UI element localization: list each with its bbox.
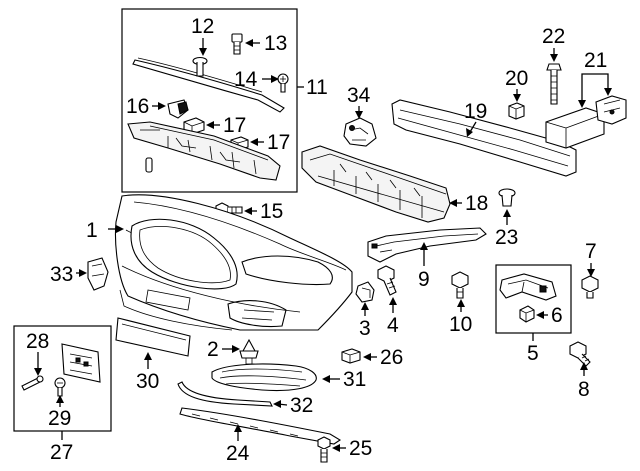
callout-9: 9 [418,268,430,291]
clip-2 [239,338,259,365]
callout-7: 7 [585,240,597,263]
callout-24: 24 [226,442,250,465]
bolt-25 [317,436,331,463]
fog-grille-31 [211,363,317,392]
bolt-10 [451,271,469,299]
callout-23: 23 [495,226,518,249]
bolt-22 [546,63,562,105]
guide-bracket-9 [367,227,487,263]
sensor-34 [343,117,377,147]
upper-molding-strip [132,57,285,113]
bolt-13 [231,33,243,55]
screw-29 [54,377,66,397]
bracket-5 [499,273,557,301]
callout-21: 21 [584,49,607,72]
callout-30: 30 [136,370,159,393]
callout-20: 20 [505,67,528,90]
callout-19: 19 [464,100,487,123]
clip-3 [355,281,375,303]
callout-14: 14 [234,68,258,91]
small-clip-insert [145,157,153,173]
callout-6: 6 [551,304,563,327]
callout-16: 16 [126,95,149,118]
callout-26: 26 [380,346,403,369]
trim-32 [177,381,273,407]
callout-33: 33 [50,263,73,286]
inset-box-11 [121,8,298,193]
callout-3: 3 [359,317,371,340]
energy-absorber [127,121,281,181]
bolt-8 [569,341,591,367]
bracket-21 [545,95,627,149]
bracket-33 [87,257,109,291]
callout-25: 25 [349,437,372,460]
callout-2: 2 [207,338,219,361]
deflector-24 [179,407,342,445]
callout-17-lower: 17 [267,131,290,154]
bolt-4 [377,265,397,296]
molding-30 [115,317,191,357]
block-20 [508,102,525,120]
push-clip-23 [498,188,516,207]
callout-5: 5 [527,342,539,365]
screw-14 [277,73,289,93]
callout-13: 13 [264,32,287,55]
bolt-7 [581,275,599,299]
bumper-cover-1 [115,194,353,331]
callout-18: 18 [465,192,488,215]
callout-32: 32 [290,394,313,417]
callout-4: 4 [387,314,399,337]
callout-1: 1 [86,219,98,242]
callout-10: 10 [449,313,472,336]
callout-29: 29 [48,407,71,430]
clip-6 [519,305,535,323]
callout-34: 34 [347,84,371,107]
leader-lines [34,38,612,452]
reinforcement-bar-19 [391,99,577,177]
block-26 [341,348,361,364]
fastener-12 [192,56,208,77]
callout-27: 27 [50,441,73,464]
impact-absorber-18 [301,145,451,223]
callout-28: 28 [26,330,49,353]
callout-17-upper: 17 [223,114,246,137]
license-bracket [61,343,101,383]
clip-16 [167,99,189,119]
rivet-28 [21,375,44,391]
callout-12: 12 [191,15,214,38]
callout-31: 31 [343,368,366,391]
callout-22: 22 [542,25,565,48]
callout-8: 8 [578,378,590,401]
callout-11: 11 [306,76,328,99]
callout-15: 15 [260,200,283,223]
